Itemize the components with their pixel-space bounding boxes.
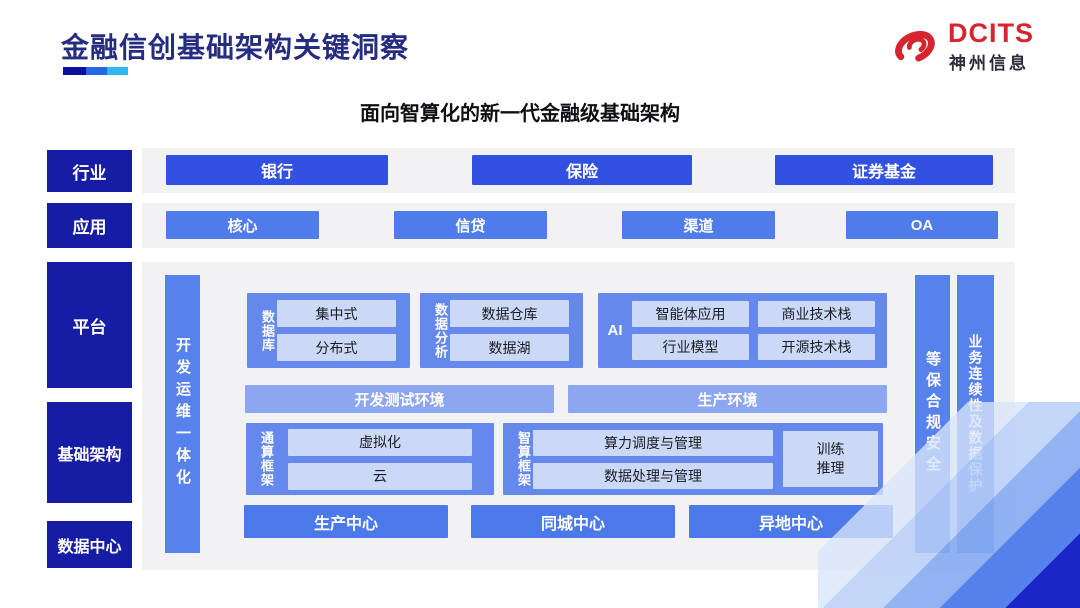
inference-label: 推理 <box>816 460 845 476</box>
ai-item-commercial-stack: 商业技术栈 <box>758 301 875 327</box>
diagram-title: 面向智算化的新一代金融级基础架构 <box>360 103 680 125</box>
intelligent-item-compute-scheduling: 算力调度与管理 <box>533 429 773 456</box>
business-continuity-bar: 业务连续性及数据保护 <box>957 275 994 553</box>
analytics-section-label: 数据分析 <box>433 302 448 359</box>
environment-devtest: 开发测试环境 <box>245 385 554 413</box>
intelligent-framework-label: 智算框架 <box>516 431 531 487</box>
devops-vertical-bar: 开发运维一体化 <box>165 275 200 553</box>
general-item-cloud: 云 <box>288 462 472 490</box>
title-accent-bar <box>63 67 128 75</box>
analytics-section: 数据分析 数据仓库 数据湖 <box>420 293 583 368</box>
security-compliance-bar: 等保合规安全 <box>915 275 950 553</box>
ai-section-label: AI <box>607 322 623 339</box>
logo-brand-text: DCITS <box>948 18 1034 48</box>
page-title: 金融信创基础架构关键洞察 <box>61 32 410 63</box>
database-section: 数据库 集中式 分布式 <box>247 293 410 368</box>
application-box-credit: 信贷 <box>394 211 547 239</box>
analytics-items: 数据仓库 数据湖 <box>450 300 569 361</box>
intelligent-framework-section: 智算框架 算力调度与管理 数据处理与管理 训练 推理 <box>503 423 883 495</box>
database-items: 集中式 分布式 <box>277 300 396 361</box>
analytics-item-lake: 数据湖 <box>450 334 569 361</box>
business-continuity-label: 业务连续性及数据保护 <box>967 334 984 494</box>
ai-items: 智能体应用 商业技术栈 行业模型 开源技术栈 <box>632 301 875 360</box>
general-framework-items: 虚拟化 云 <box>288 428 472 490</box>
row-label-infrastructure: 基础架构 <box>47 402 132 503</box>
accent-segment-dark <box>63 67 86 75</box>
industry-box-insurance: 保险 <box>472 155 692 185</box>
database-item-centralized: 集中式 <box>277 300 396 327</box>
analytics-item-warehouse: 数据仓库 <box>450 300 569 327</box>
security-compliance-label: 等保合规安全 <box>924 351 941 477</box>
devops-bar-label: 开发运维一体化 <box>174 337 191 491</box>
general-framework-section: 通算框架 虚拟化 云 <box>246 423 494 495</box>
database-item-distributed: 分布式 <box>277 334 396 361</box>
swirl-icon <box>886 20 944 75</box>
ai-section: AI 智能体应用 商业技术栈 行业模型 开源技术栈 <box>598 293 887 368</box>
accent-segment-cyan <box>107 67 128 75</box>
row-label-industry: 行业 <box>47 150 132 192</box>
row-label-application: 应用 <box>47 203 132 248</box>
application-box-oa: OA <box>846 211 998 239</box>
industry-box-securities: 证券基金 <box>775 155 993 185</box>
ai-item-opensource-stack: 开源技术栈 <box>758 334 875 360</box>
center-production: 生产中心 <box>244 505 448 538</box>
accent-segment-blue <box>86 67 107 75</box>
training-inference-box: 训练 推理 <box>783 431 878 487</box>
row-label-datacenter: 数据中心 <box>47 521 132 568</box>
industry-box-bank: 银行 <box>166 155 388 185</box>
application-box-channel: 渠道 <box>622 211 775 239</box>
database-section-label: 数据库 <box>260 309 275 352</box>
general-framework-label: 通算框架 <box>259 431 274 487</box>
general-item-virtualization: 虚拟化 <box>288 428 472 456</box>
center-same-city: 同城中心 <box>471 505 675 538</box>
ai-item-industry-models: 行业模型 <box>632 334 749 360</box>
environment-production: 生产环境 <box>568 385 887 413</box>
application-box-core: 核心 <box>166 211 319 239</box>
logo-company-text: 神州信息 <box>949 54 1029 73</box>
ai-item-agent-apps: 智能体应用 <box>632 301 749 327</box>
company-logo: DCITS 神州信息 <box>886 18 1056 76</box>
intelligent-item-data-management: 数据处理与管理 <box>533 462 773 489</box>
training-label: 训练 <box>816 441 845 458</box>
intelligent-framework-items: 算力调度与管理 数据处理与管理 <box>533 429 773 489</box>
center-remote: 异地中心 <box>689 505 893 538</box>
row-label-platform: 平台 <box>47 262 132 388</box>
